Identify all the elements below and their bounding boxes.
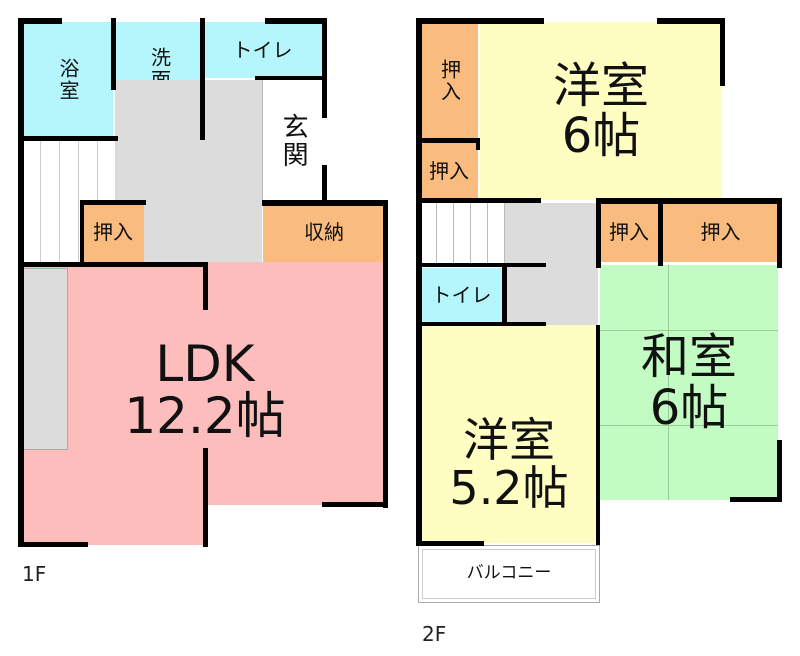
room-label: 押入 [700, 220, 741, 244]
wall [596, 198, 782, 204]
floor-label-1f: 1F [22, 562, 47, 586]
wall [111, 18, 116, 90]
room-label: バルコニー [466, 563, 552, 584]
room-western-6: 洋室 6帖 [480, 22, 722, 200]
room-label: 洋室 [463, 412, 555, 467]
room-closet-2f-small: 押入 [420, 143, 478, 200]
room-label: 洋室 [552, 57, 649, 114]
room-label: 押入 [93, 220, 133, 244]
wall [18, 18, 62, 24]
balcony: バルコニー [418, 545, 600, 603]
room-western-5-2: 洋室 5.2帖 [420, 325, 598, 543]
wall [658, 198, 663, 266]
wall [720, 18, 725, 86]
wall [255, 76, 325, 80]
wall [18, 18, 24, 547]
room-label: トイレ [232, 37, 293, 62]
wall [383, 200, 388, 508]
room-storage: 収納 [263, 203, 385, 262]
wall [416, 322, 546, 326]
room-closet-2f-tall: 押入 [420, 22, 478, 140]
wall [322, 165, 327, 205]
ldk-right [205, 262, 386, 505]
wall [18, 542, 88, 547]
wall [730, 497, 782, 502]
room-label: 収納 [304, 220, 344, 244]
wall [322, 502, 388, 507]
room-closet-1f: 押入 [82, 203, 144, 262]
room-label: 玄関 [278, 112, 309, 169]
room-label: トイレ [431, 283, 492, 307]
room-ldk: LDK 12.2帖 [90, 335, 320, 445]
wall [262, 200, 388, 206]
room-label: 押入 [437, 59, 462, 103]
wall [416, 198, 541, 203]
room-entrance: 玄関 [262, 80, 322, 201]
wall [416, 18, 544, 24]
room-size: 12.2帖 [124, 387, 286, 445]
room-closet-2f-a: 押入 [600, 203, 658, 262]
wall [502, 263, 507, 325]
wall [416, 138, 480, 143]
room-label: 浴室 [56, 58, 80, 102]
wall [416, 263, 546, 267]
room-bath: 浴室 [22, 22, 113, 138]
room-closet-2f-b: 押入 [663, 203, 778, 262]
wall [596, 325, 600, 545]
wall [18, 262, 208, 267]
wall [18, 136, 118, 141]
wall [416, 541, 484, 546]
floor-label-2f: 2F [422, 622, 447, 646]
wall [777, 198, 782, 268]
room-japanese: 和室 6帖 [600, 265, 778, 500]
room-label: LDK [155, 334, 255, 393]
room-label: 押入 [429, 159, 469, 183]
room-size: 6帖 [649, 379, 729, 436]
room-toilet-1f: トイレ [203, 22, 322, 78]
wall [777, 440, 782, 502]
room-label: 和室 [640, 329, 737, 386]
wall [203, 448, 208, 547]
wall [416, 18, 422, 546]
kitchen-counter [22, 268, 68, 450]
wall [596, 198, 601, 268]
wall [80, 200, 146, 205]
wall [265, 18, 327, 24]
wall [657, 18, 725, 24]
room-size: 6帖 [561, 108, 641, 164]
room-toilet-2f: トイレ [420, 268, 503, 323]
room-label: 押入 [609, 220, 649, 244]
wall [203, 262, 208, 310]
room-size: 5.2帖 [449, 461, 569, 515]
wall [322, 18, 327, 118]
wall [476, 138, 480, 150]
wall [200, 18, 205, 140]
wall [80, 200, 84, 262]
